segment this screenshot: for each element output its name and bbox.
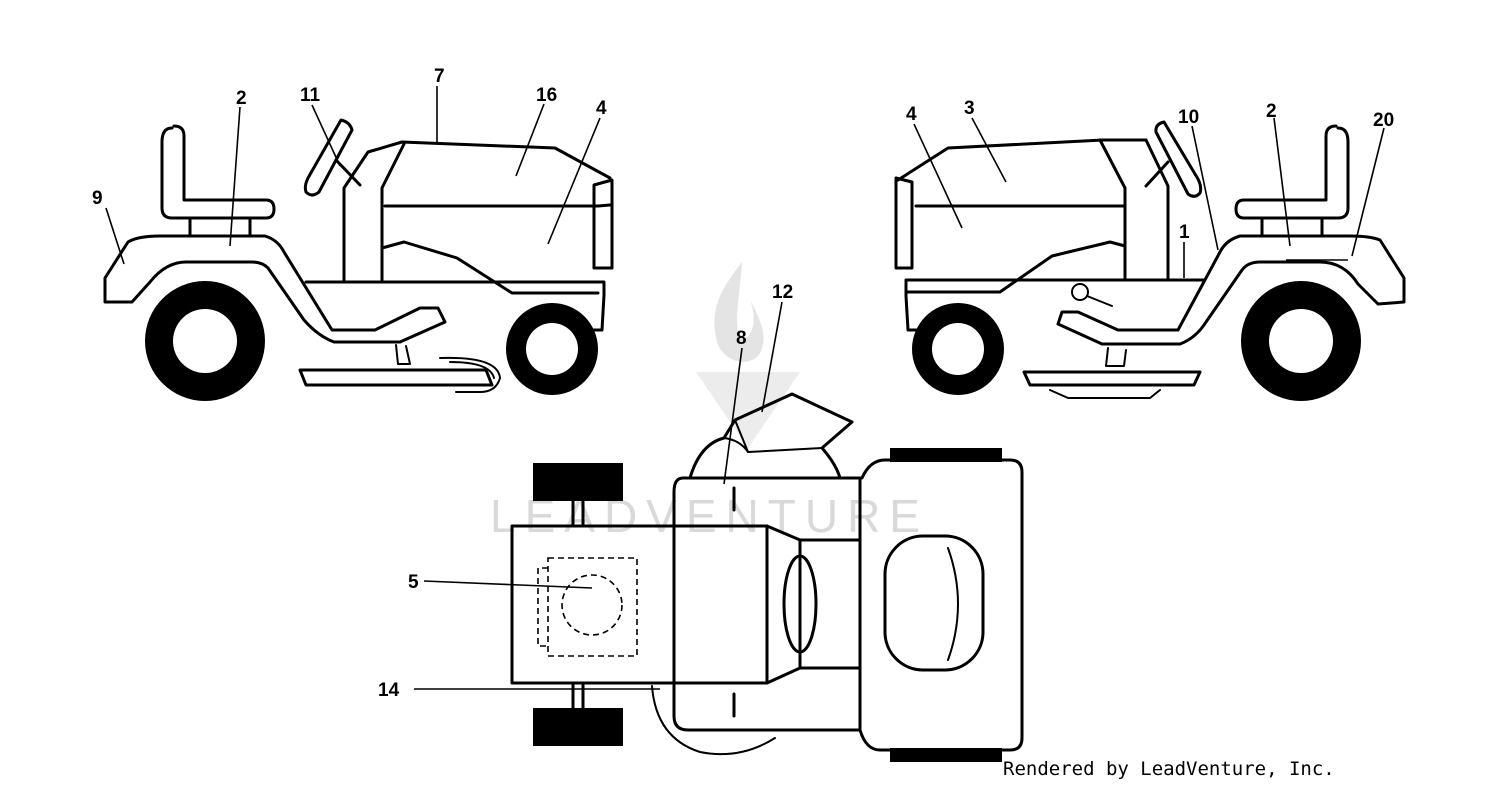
callout-10: 10 [1178,107,1199,128]
callout-1: 1 [1179,222,1190,243]
callout-8: 8 [736,328,747,349]
callout-11: 11 [300,85,321,106]
callout-16: 16 [536,85,557,106]
callout-3: 3 [964,98,975,119]
tractor-top-view [510,392,1024,762]
callout-12: 12 [772,282,793,303]
callout-9: 9 [92,188,103,209]
callout-14: 14 [378,680,400,701]
callout-2: 2 [236,88,247,109]
tractor-left-side-view [103,118,614,401]
callout-20: 20 [1373,110,1394,131]
tractor-right-side-view [894,120,1406,401]
callout-4-right: 4 [906,104,917,125]
callout-2-right: 2 [1266,101,1277,122]
callout-4: 4 [596,98,607,119]
callout-7: 7 [434,66,445,87]
callouts: 9 2 11 7 16 4 4 3 10 2 20 1 12 8 5 14 [92,66,1394,701]
rendered-by-credit: Rendered by LeadVenture, Inc. [1003,758,1335,780]
callout-5: 5 [408,572,419,593]
